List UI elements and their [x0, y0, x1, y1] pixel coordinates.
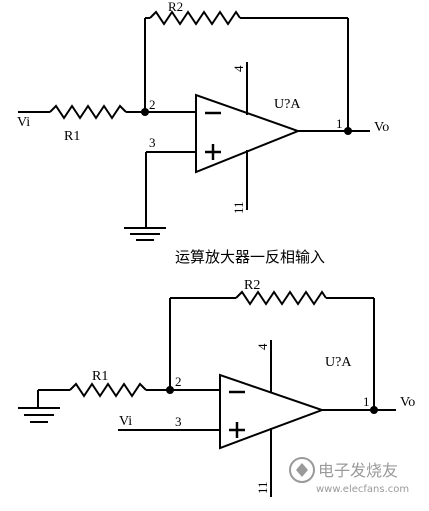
top-pin2-label: 2 — [149, 97, 156, 112]
top-output-label: Vo — [374, 120, 389, 135]
top-junction-node-minus — [141, 108, 149, 116]
top-r2-label: R2 — [168, 0, 183, 14]
watermark: 电子发烧友 www.elecfans.com — [289, 457, 409, 495]
bottom-r2-label: R2 — [244, 278, 260, 293]
bottom-r2-resistor — [235, 290, 327, 306]
top-r2-resistor — [149, 10, 241, 26]
bottom-pin1-label: 1 — [363, 394, 370, 409]
watermark-url: www.elecfans.com — [316, 484, 409, 495]
watermark-logo-icon — [289, 457, 315, 483]
bottom-pin2-label: 2 — [175, 374, 182, 389]
top-pin4-label: 4 — [231, 65, 246, 72]
top-pin1-label: 1 — [336, 116, 343, 131]
top-r1-resistor — [49, 104, 127, 120]
diagram-caption: 运算放大器一反相输入 — [175, 248, 325, 266]
top-circuit — [18, 10, 370, 241]
watermark-text: 电子发烧友 — [318, 461, 398, 480]
bottom-pin3-label: 3 — [175, 414, 182, 429]
top-opamp-label: U?A — [274, 97, 301, 112]
bottom-r1-label: R1 — [92, 369, 108, 384]
top-pin11-label: 11 — [231, 201, 246, 214]
top-junction-node-output — [344, 127, 352, 135]
bottom-output-label: Vo — [400, 395, 415, 410]
top-r1-label: R1 — [64, 129, 80, 144]
bottom-opamp-label: U?A — [325, 355, 352, 370]
bottom-pin11-label: 11 — [255, 481, 270, 494]
bottom-r1-resistor — [69, 382, 147, 398]
bottom-input-label: Vi — [119, 414, 132, 429]
top-input-label: Vi — [17, 115, 30, 130]
bottom-circuit — [18, 290, 396, 497]
bottom-junction-node-output — [370, 406, 378, 414]
bottom-junction-node-minus — [166, 386, 174, 394]
bottom-pin4-label: 4 — [255, 343, 270, 350]
top-pin3-label: 3 — [149, 135, 156, 150]
watermark-logo-mark — [296, 463, 308, 477]
